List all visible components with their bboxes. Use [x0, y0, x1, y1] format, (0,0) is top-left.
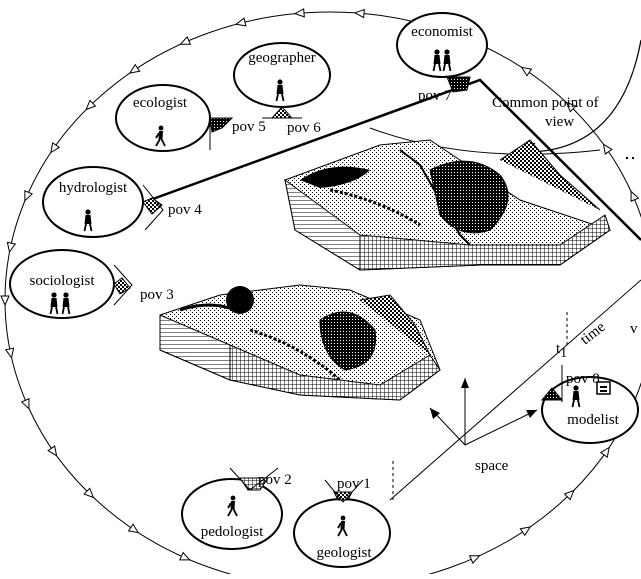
cycle-arrowhead [627, 190, 638, 201]
t1-label: t1 [556, 341, 567, 361]
cycle-arrowhead [21, 191, 32, 202]
common-point-label-2: view [545, 114, 574, 130]
cycle-arrowhead [6, 348, 16, 358]
geologist-node[interactable]: geologist [294, 499, 390, 567]
cycle-arrowhead [470, 552, 481, 563]
sociologist-label: sociologist [29, 273, 95, 289]
cycle-arrowhead [180, 553, 191, 564]
cycle-arrowhead [22, 399, 33, 410]
cycle-arrowhead [48, 143, 60, 155]
cycle-arrowhead [1, 296, 9, 305]
geographer-label: geographer [248, 50, 315, 66]
time-axis-label: time [578, 319, 609, 348]
edge-v-label: v [630, 321, 638, 337]
geologist-label: geologist [317, 545, 373, 561]
pov4-label: pov 4 [168, 202, 202, 218]
common-point-label-1: Common point of [492, 95, 599, 111]
cycle-arrowhead [520, 524, 532, 536]
cycle-arrowhead [600, 142, 612, 154]
pov2-label: pov 2 [258, 472, 292, 488]
ecologist-label: ecologist [133, 95, 188, 111]
cycle-arrowhead [520, 64, 532, 76]
geographer-node[interactable]: geographer [234, 43, 330, 107]
cycle-arrowhead [179, 37, 190, 48]
sociologist-node[interactable]: sociologist [10, 250, 114, 318]
hydrologist-node[interactable]: hydrologist [43, 167, 143, 237]
pov4-marker [143, 198, 162, 214]
ecologist-node[interactable]: ecologist [116, 85, 210, 151]
pov6-label: pov 6 [287, 120, 321, 136]
space-axis-label: space [475, 458, 509, 474]
pov5-marker [210, 118, 232, 132]
cycle-arrowhead [601, 445, 613, 457]
cycle-arrowhead [235, 18, 246, 28]
cycle-arrowhead [355, 9, 365, 18]
pedologist-label: pedologist [201, 524, 264, 540]
dot-mark [632, 157, 634, 159]
pov3-label: pov 3 [140, 287, 174, 303]
cycle-arrowhead [295, 9, 305, 18]
modelist-label: modelist [567, 412, 619, 428]
cycle-arrowhead [48, 446, 60, 458]
cycle-arrowhead [128, 65, 140, 77]
pov6-marker [272, 107, 292, 118]
pov1-label: pov 1 [337, 476, 371, 492]
pedologist-node[interactable]: pedologist [182, 479, 282, 549]
pov5-label: pov 5 [232, 119, 266, 135]
dot-mark [626, 157, 628, 159]
cycle-arrowhead [129, 524, 141, 536]
pov7-label: pov 7 [418, 88, 452, 104]
hydrologist-label: hydrologist [59, 180, 128, 196]
pov8-label: pov 8 [566, 371, 600, 387]
cycle-arrowhead [6, 242, 16, 252]
economist-node[interactable]: economist [397, 13, 487, 77]
landscape-block-lower [160, 285, 440, 400]
economist-label: economist [411, 24, 473, 40]
